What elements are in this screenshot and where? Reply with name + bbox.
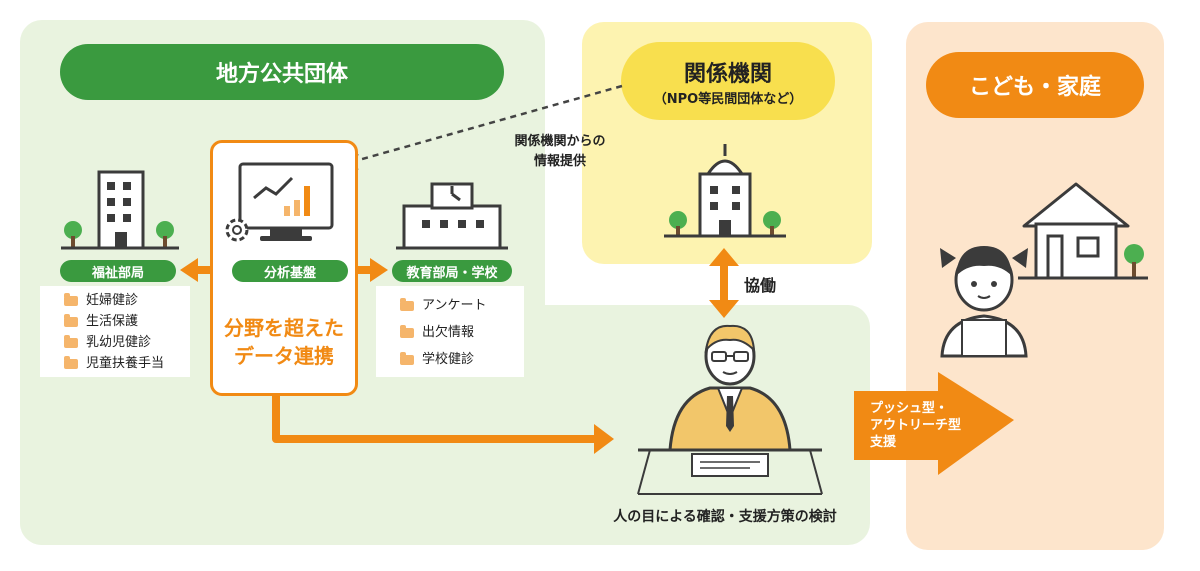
building-icon bbox=[664, 144, 786, 238]
person-desk-icon bbox=[637, 324, 823, 495]
folder-icon bbox=[64, 292, 78, 306]
arrow-to-education-head bbox=[370, 258, 388, 282]
push-support-text: プッシュ型・ アウトリーチ型 支援 bbox=[870, 400, 1000, 451]
child-icon bbox=[940, 246, 1028, 358]
analysis-caption: 分野を超えた データ連携 bbox=[212, 314, 356, 370]
related-org-title-text: 関係機関 bbox=[683, 61, 772, 87]
list-item: 乳幼児健診 bbox=[64, 332, 190, 353]
arrow-to-welfare-head bbox=[180, 258, 198, 282]
education-label: 教育部局・学校 bbox=[392, 260, 512, 282]
welfare-label: 福祉部局 bbox=[60, 260, 176, 282]
local-gov-title: 地方公共団体 bbox=[60, 44, 504, 100]
arrow-to-review-head bbox=[594, 424, 614, 454]
gear-icon bbox=[225, 218, 249, 242]
cooperation-label: 協働 bbox=[744, 276, 777, 295]
school-icon bbox=[396, 182, 508, 250]
monitor-chart-icon bbox=[225, 162, 334, 242]
cooperation-arrow-top bbox=[709, 248, 739, 266]
folder-icon bbox=[64, 334, 78, 348]
info-provision-text: 関係機関からの 情報提供 bbox=[490, 132, 630, 172]
family-title: こども・家庭 bbox=[926, 52, 1144, 118]
arrow-to-review bbox=[272, 396, 600, 443]
list-item: 学校健診 bbox=[400, 346, 524, 373]
related-org-subtitle: （NPO等民間団体など） bbox=[653, 91, 803, 107]
push-support-arrow bbox=[854, 372, 1014, 475]
related-org-title: 関係機関 （NPO等民間団体など） bbox=[621, 42, 835, 120]
push-support-line1: プッシュ型・ bbox=[870, 401, 949, 416]
list-item: 児童扶養手当 bbox=[64, 353, 190, 374]
list-item: 妊婦健診 bbox=[64, 290, 190, 311]
folder-icon bbox=[400, 351, 414, 365]
analysis-caption-line1: 分野を超えた bbox=[224, 316, 344, 340]
analysis-label: 分析基盤 bbox=[232, 260, 348, 282]
list-item: 生活保護 bbox=[64, 311, 190, 332]
folder-icon bbox=[400, 324, 414, 338]
welfare-items: 妊婦健診 生活保護 乳幼児健診 児童扶養手当 bbox=[40, 286, 190, 377]
list-item: 出欠情報 bbox=[400, 319, 524, 346]
education-items: アンケート 出欠情報 学校健診 bbox=[376, 286, 524, 377]
info-provision-dashed-line bbox=[347, 84, 623, 165]
folder-icon bbox=[400, 297, 414, 311]
push-support-line3: 支援 bbox=[870, 435, 897, 450]
cooperation-arrow-bottom bbox=[709, 300, 739, 318]
list-item: アンケート bbox=[400, 292, 524, 319]
push-support-line2: アウトリーチ型 bbox=[870, 418, 962, 433]
analysis-caption-line2: データ連携 bbox=[234, 344, 334, 368]
info-provision-line2: 情報提供 bbox=[533, 154, 586, 169]
house-icon bbox=[1018, 182, 1148, 280]
info-provision-line1: 関係機関からの bbox=[514, 134, 606, 149]
building-icon bbox=[61, 170, 179, 250]
review-caption: 人の目による確認・支援方策の検討 bbox=[613, 509, 837, 525]
folder-icon bbox=[64, 313, 78, 327]
folder-icon bbox=[64, 355, 78, 369]
